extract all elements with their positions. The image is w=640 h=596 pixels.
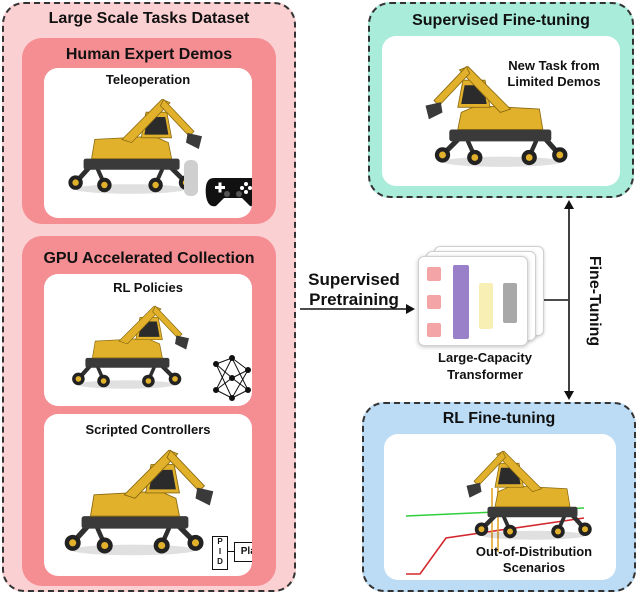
neural-network-icon [213, 355, 251, 401]
new-task-label-line2: Limited Demos [507, 74, 601, 89]
pid-letter-p: P [217, 537, 223, 546]
new-task-card: New Task from Limited Demos [382, 36, 620, 186]
pid-box: P I D [212, 536, 228, 570]
gpu-collection-title: GPU Accelerated Collection [43, 250, 255, 267]
ood-scenarios-card: Out-of-Distribution Scenarios [384, 434, 616, 580]
rl-policies-card: RL Policies [44, 274, 252, 406]
pretraining-arrow [300, 304, 415, 314]
rl-finetuning-title: RL Fine-tuning [442, 410, 556, 427]
pid-letter-d: D [217, 557, 223, 566]
transformer-label-line1: Large-Capacity [438, 350, 532, 365]
new-task-label-line1: New Task from [508, 58, 600, 73]
transformer-label-line2: Transformer [447, 367, 523, 382]
ffn-bar [479, 283, 493, 329]
excavator-rl-finetune-illustration [444, 442, 594, 546]
ood-label-line2: Scenarios [502, 560, 566, 575]
teleoperation-label: Teleoperation [105, 72, 191, 87]
output-bar [503, 283, 517, 323]
pretraining-label-line1: Supervised [308, 270, 400, 289]
attention-bar [453, 265, 469, 339]
pid-controller-diagram: P I D Plant [212, 532, 252, 572]
token-block-2 [427, 295, 441, 309]
token-block-1 [427, 267, 441, 281]
fine-tuning-label: Fine-Tuning [585, 251, 603, 351]
pid-arrow [228, 551, 234, 552]
transformer-connector-line [544, 299, 568, 301]
fine-tuning-arrow [564, 200, 574, 400]
operator-figure [184, 160, 198, 196]
ood-label-line1: Out-of-Distribution [475, 544, 593, 559]
rl-policies-label: RL Policies [113, 280, 183, 295]
supervised-finetuning-title: Supervised Fine-tuning [412, 12, 590, 29]
transformer-icon [418, 246, 544, 346]
excavator-rl-illustration [70, 298, 210, 394]
plant-box: Plant [234, 542, 252, 562]
gamepad-icon [205, 178, 252, 207]
dataset-title: Large Scale Tasks Dataset [48, 10, 250, 27]
excavator-teleop-illustration [66, 90, 226, 200]
token-block-3 [427, 323, 441, 337]
human-demos-title: Human Expert Demos [65, 46, 233, 63]
scripted-controllers-card: Scripted Controllers P I D Plant [44, 414, 252, 576]
pretraining-label-line2: Pretraining [309, 290, 399, 309]
scripted-controllers-label: Scripted Controllers [85, 422, 211, 437]
pid-letter-i: I [218, 547, 222, 556]
teleoperation-card: Teleoperation [44, 68, 252, 218]
transformer-layer-front [418, 256, 528, 346]
